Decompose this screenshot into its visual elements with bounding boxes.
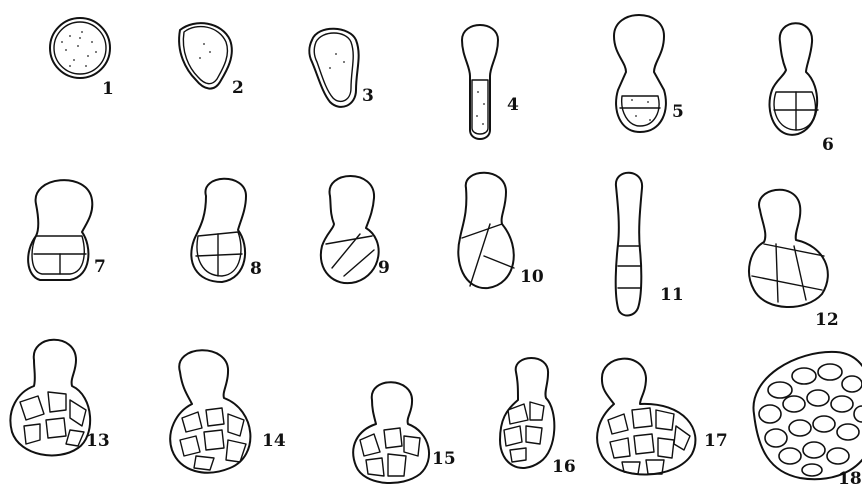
figure-label-14: 14	[262, 431, 286, 451]
figure-label-8: 8	[250, 259, 262, 279]
stage-12-cell	[749, 190, 828, 307]
stage-18-cell	[753, 352, 862, 479]
stage-11-cell	[616, 173, 642, 316]
stage-13-cell	[10, 340, 90, 456]
stage-7-cell	[28, 180, 92, 280]
figure-label-9: 9	[378, 258, 390, 278]
figure-label-6: 6	[822, 135, 834, 155]
stage-6-cell	[770, 23, 818, 135]
figure-label-18: 18	[838, 469, 862, 485]
stage-15-cell	[353, 382, 429, 483]
stage-5-cell	[614, 15, 666, 132]
stage-8-cell	[191, 179, 246, 282]
stage-10-cell	[458, 173, 514, 288]
figure-label-15: 15	[432, 449, 456, 469]
stage-9-cell	[321, 176, 379, 283]
figure-label-4: 4	[507, 95, 519, 115]
figure-label-16: 16	[552, 457, 576, 477]
stage-2-cell	[179, 23, 232, 88]
figure-label-7: 7	[94, 257, 106, 277]
figure-label-11: 11	[660, 285, 684, 305]
stage-3-cell	[309, 29, 358, 107]
stage-14-cell	[170, 350, 250, 472]
figure-label-1: 1	[102, 79, 114, 99]
figure-label-3: 3	[362, 86, 374, 106]
figure-label-13: 13	[86, 431, 110, 451]
stage-17-cell	[597, 359, 695, 475]
stage-4-cell	[462, 25, 498, 139]
figure-label-5: 5	[672, 102, 684, 122]
figure-label-17: 17	[704, 431, 728, 451]
stage-16-cell	[500, 358, 554, 468]
figure-label-12: 12	[815, 310, 839, 330]
figure-label-10: 10	[520, 267, 544, 287]
stage-1-cell	[50, 18, 110, 78]
figure-label-2: 2	[232, 78, 244, 98]
